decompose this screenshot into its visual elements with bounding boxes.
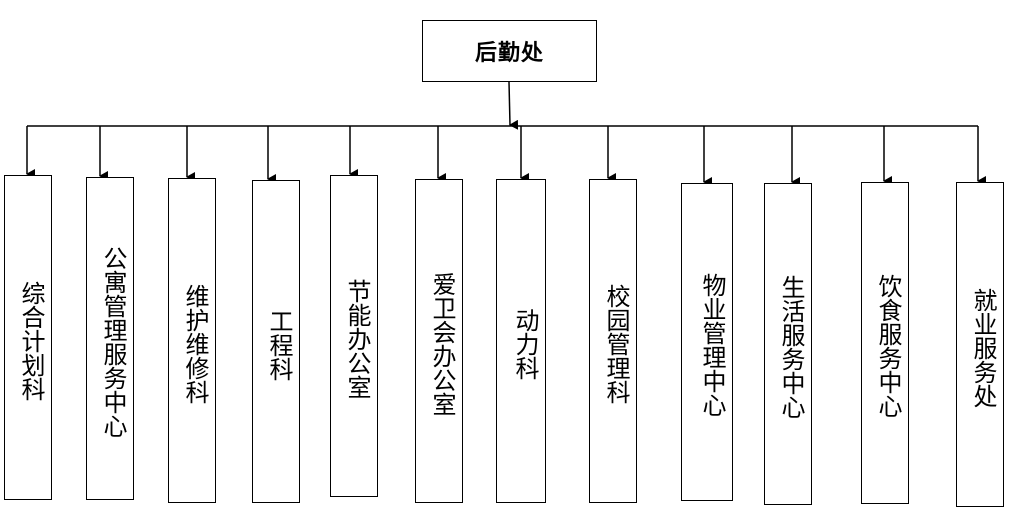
dept-label: 就业服务处 — [969, 287, 997, 408]
dept-label: 动力科 — [511, 308, 539, 380]
root-label: 后勤处 — [474, 41, 544, 66]
dept-node: 就业服务处 — [956, 182, 1004, 507]
dept-label: 生活服务中心 — [777, 275, 805, 419]
root-connector — [508, 81, 519, 130]
dept-node: 综合计划科 — [4, 175, 52, 500]
dept-node: 生活服务中心 — [764, 183, 812, 505]
dept-label: 饮食服务中心 — [874, 274, 902, 418]
dept-node: 维护维修科 — [168, 178, 216, 503]
dept-node: 物业管理中心 — [681, 183, 733, 501]
dept-node: 节能办公室 — [330, 175, 378, 497]
dept-label: 校园管理科 — [602, 284, 630, 404]
dept-node: 公寓管理服务中心 — [86, 177, 134, 500]
dept-label: 工程科 — [265, 308, 293, 381]
dept-label: 公寓管理服务中心 — [99, 245, 127, 438]
dept-node: 饮食服务中心 — [861, 182, 909, 504]
dept-node: 动力科 — [496, 179, 546, 503]
dept-label: 节能办公室 — [343, 279, 371, 399]
dept-node: 工程科 — [252, 180, 300, 503]
dept-node: 爱卫会办公室 — [415, 179, 463, 503]
root-node: 后勤处 — [422, 20, 597, 82]
dept-node: 校园管理科 — [589, 179, 637, 503]
dept-label: 综合计划科 — [17, 280, 45, 401]
dept-label: 物业管理中心 — [698, 273, 726, 417]
dept-label: 爱卫会办公室 — [428, 272, 456, 416]
dept-label: 维护维修科 — [181, 283, 209, 404]
